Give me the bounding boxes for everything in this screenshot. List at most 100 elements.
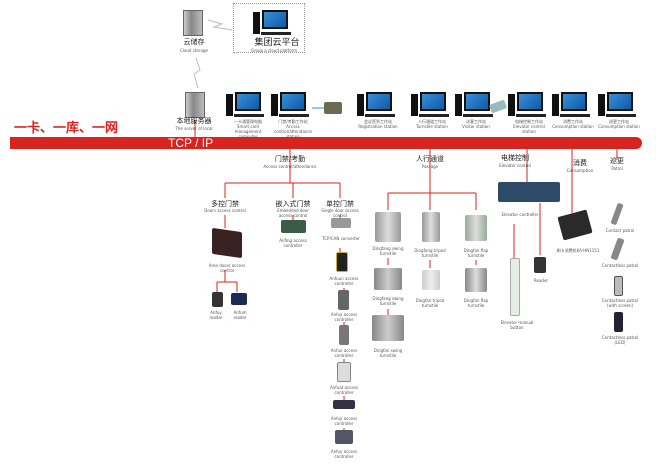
branch-passage-label: 人行通道 <box>416 155 444 163</box>
access-controller-icon <box>335 430 353 444</box>
station-sublabel: Consumption station <box>598 124 640 129</box>
turnstile-icon <box>465 268 487 292</box>
device-label: Dingfan tripod turnstile <box>415 298 445 308</box>
device-label: Contactless patrol (LED) <box>601 335 639 345</box>
access-controller-icon <box>337 362 351 382</box>
device-label: Reader <box>533 278 549 283</box>
single-door-label: 单控门禁 <box>326 200 354 208</box>
station-computer-icon <box>357 92 397 118</box>
station-label: 门禁/考勤工作站 <box>278 119 308 124</box>
turnstile-icon <box>375 212 401 242</box>
device-label: Anfing access controller <box>279 238 307 248</box>
branch-passage-sublabel: Passage <box>421 164 439 169</box>
tcp-converter-icon <box>331 218 351 228</box>
device-label: Dingfan flap turnstile <box>463 248 489 258</box>
cloud-storage-label: 云储存 <box>183 38 205 46</box>
device-label: Anfuun access controller <box>329 276 359 286</box>
station-computer-icon <box>411 92 451 118</box>
branch-consumption-sublabel: Consumption <box>566 168 594 173</box>
device-label: Area doors access control <box>208 263 246 273</box>
station-sublabel: Visitor station <box>462 124 490 129</box>
station-label: 一卡通管理电脑 <box>234 119 262 124</box>
device-label: Anfuy reader <box>209 310 223 320</box>
cloud-platform-sublabel: Group a cloud platform <box>250 48 298 53</box>
station-sublabel: Smart card management computer <box>234 124 262 139</box>
station-sublabel: Elevator control station <box>513 124 545 134</box>
patrol-device-icon <box>614 312 623 332</box>
embedded-door-label: 嵌入式门禁 <box>275 200 311 208</box>
station-sublabel: Consumption station <box>552 124 594 129</box>
station-label: 电梯控制工作站 <box>515 119 543 124</box>
branch-elevator-label: 电梯控制 <box>501 154 529 162</box>
branch-elevator-sublabel: Elevator control <box>499 163 531 168</box>
station-label: 会议签到工作站 <box>364 119 392 124</box>
cloud-platform-box <box>233 3 305 53</box>
station-computer-icon <box>455 92 495 118</box>
station-computer-icon <box>552 92 592 118</box>
turnstile-icon <box>422 212 440 242</box>
device-label: Contactless patrol (with screen) <box>601 298 639 308</box>
access-controller-icon <box>338 290 349 310</box>
cloud-platform-computer-icon <box>253 10 293 36</box>
reader-icon <box>534 257 546 273</box>
turnstile-icon <box>372 315 404 341</box>
station-label: 消费工作站 <box>563 119 583 124</box>
device-label: Elevator controller <box>501 212 539 217</box>
station-sublabel: Turnstile station <box>416 124 448 129</box>
single-door-sublabel: Single door access control <box>321 208 359 218</box>
device-label: Dingfang swing turnstile <box>372 296 404 306</box>
multi-door-sublabel: Doors access control <box>204 208 246 213</box>
branch-patrol-label: 巡更 <box>610 157 624 165</box>
tcp-ip-bus <box>10 137 642 149</box>
device-label: Dingfang swing turnstile <box>372 246 404 256</box>
device-label: Dingfang tripod turnstile <box>414 248 446 258</box>
station-computer-icon <box>508 92 548 118</box>
card-reader-icon <box>324 102 342 114</box>
patrol-device-icon <box>614 276 623 296</box>
cloud-platform-label: 集团云平台 <box>254 38 300 48</box>
device-label: 刷卡消费机KA-HN1151 <box>556 248 600 253</box>
device-label: Anfuo access controller <box>330 348 358 358</box>
slogan: 一卡、一库、一网 <box>14 121 119 136</box>
station-sublabel: Access control/attendance station <box>274 124 312 139</box>
device-label: Anfuy access controller <box>330 449 358 459</box>
device-label: Elevator manual button <box>500 320 534 330</box>
embedded-controller-icon <box>281 220 306 233</box>
turnstile-icon <box>465 215 487 241</box>
multi-door-controller-icon <box>212 227 242 259</box>
station-label: 巡更工作站 <box>609 119 629 124</box>
device-label: TCP/CAN converter <box>322 236 360 241</box>
device-label: Anfuat access controller <box>330 385 358 395</box>
tcp-ip-label: TCP / IP <box>168 136 214 150</box>
device-label: Dingfan swing turnstile <box>373 348 403 358</box>
access-controller-icon <box>333 400 355 409</box>
station-computer-icon <box>226 92 266 118</box>
branch-consumption-label: 消费 <box>573 159 587 167</box>
device-label: Anfuy access controller <box>330 312 358 322</box>
local-server-label: 本地服务器 <box>176 117 212 125</box>
reader-icon <box>231 293 247 305</box>
device-label: Anfum reader <box>233 310 247 320</box>
station-label: 人行通道工作站 <box>418 119 446 124</box>
local-server-icon <box>185 92 205 118</box>
cloud-storage-server-icon <box>183 10 203 36</box>
turnstile-icon <box>374 268 402 290</box>
device-label: Contact patrol <box>605 228 635 233</box>
station-computer-icon <box>271 92 311 118</box>
device-label: Anfuy access controller <box>330 416 358 426</box>
embedded-door-sublabel: Embedded door access control <box>277 208 309 218</box>
local-server-sublabel: The server of local <box>175 126 213 131</box>
elevator-controller-icon <box>498 182 560 202</box>
device-label: Dingfan flap turnstile <box>463 298 489 308</box>
branch-access-sublabel: Access control/attendance <box>263 164 317 169</box>
station-label: 访客工作站 <box>466 119 486 124</box>
access-controller-icon <box>339 325 349 345</box>
multi-door-label: 多控门禁 <box>211 200 239 208</box>
branch-access-label: 门禁/考勤 <box>274 155 306 163</box>
station-sublabel: Registration station <box>358 124 398 129</box>
access-controller-icon <box>336 252 348 272</box>
cloud-storage-sublabel: Cloud storage <box>180 48 208 53</box>
elevator-button-panel-icon <box>510 258 520 316</box>
reader-icon <box>212 292 223 307</box>
branch-patrol-sublabel: Patrol <box>611 166 623 171</box>
